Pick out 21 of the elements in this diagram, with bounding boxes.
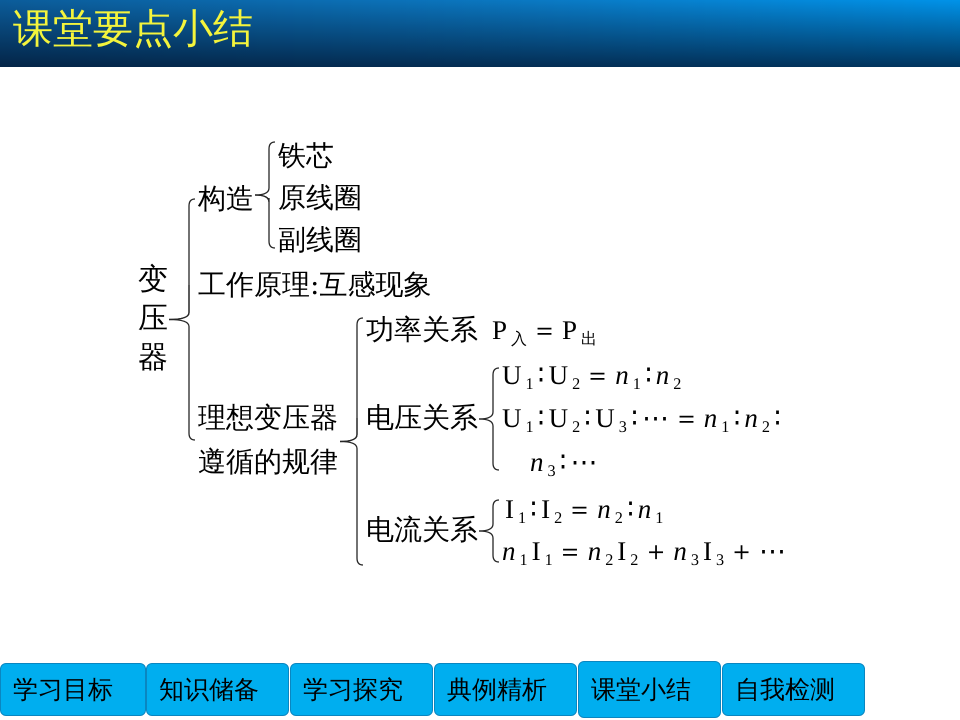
- branch-text: 电压关系: [366, 401, 478, 435]
- formula-text: P$_{入}$＝P$_{出}$: [492, 314, 602, 346]
- formula-text: I$_{1}$∶I$_{2}$＝n$_{2}$∶n$_{1}$: [505, 493, 668, 525]
- nav-tab: 自我检测: [722, 663, 865, 716]
- slide-title: 课堂要点小结: [13, 5, 253, 53]
- branch-text: 功率关系: [366, 313, 478, 347]
- nav-tab: 知识储备: [146, 663, 289, 716]
- topic-text: 变压器: [138, 260, 168, 377]
- item-text: 铁芯: [278, 139, 334, 173]
- formula-text: U$_{1}$∶U$_{2}$＝n$_{1}$∶n$_{2}$: [502, 359, 686, 391]
- branch-text: 理想变压器遵循的规律: [198, 396, 339, 484]
- branch-text: 构造: [198, 182, 254, 216]
- item-text: 副线圈: [278, 223, 362, 257]
- nav-tab: 典例精析: [434, 663, 577, 716]
- item-text: 原线圈: [278, 181, 362, 215]
- nav-tab: 课堂小结: [578, 661, 721, 718]
- branch-text: 电流关系: [366, 513, 478, 547]
- branch-text: 工作原理:互感现象: [198, 268, 432, 302]
- nav-tab: 学习目标: [0, 663, 146, 716]
- formula-text: n$_{1}$I$_{1}$＝n$_{2}$I$_{2}$＋n$_{3}$I$_{3}$＋⋯: [502, 535, 790, 567]
- nav-tab: 学习探究: [290, 663, 433, 716]
